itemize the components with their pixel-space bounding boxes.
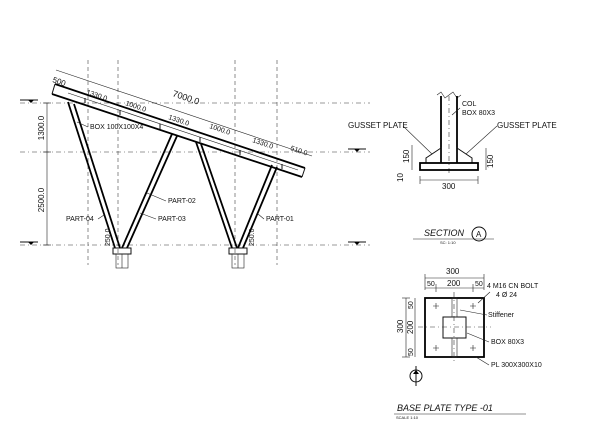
bp-scale: SCALE 1:10: [396, 415, 419, 420]
base-plate-view: 300 50 200 50 300 50 200 50: [394, 267, 542, 420]
bp-section-marker: [409, 366, 423, 386]
bp-dim-side-1: 50: [408, 301, 415, 309]
label-part-04: PART-04: [66, 216, 94, 223]
bp-bolt-note: 4 M16 CN BOLT: [487, 283, 539, 290]
dim-10: 10: [396, 173, 405, 182]
level-marker-right-ground: [348, 241, 366, 245]
elevation-view: 1300.0 2500.0 500 1330.0 7000.0 1000.0 1…: [20, 60, 370, 269]
section-scale: SC: 1:10: [440, 240, 456, 245]
bp-dim-side-2: 200: [406, 320, 415, 334]
base-pedestal-left: [112, 247, 132, 269]
section-marker: A: [476, 230, 482, 239]
bp-stiffener-label: Stiffener: [488, 312, 515, 319]
dim-510: 510.0: [289, 145, 308, 157]
base-pedestal-right: [228, 247, 248, 269]
purlin-marks: [84, 98, 283, 169]
rafter-beam: [51, 83, 306, 178]
lower-dim-line: [67, 92, 299, 171]
gusset-left-label: GUSSET PLATE: [348, 121, 408, 130]
dim-150-left: 150: [402, 149, 411, 163]
bp-stiffener-bottom: [451, 337, 458, 358]
support-members: [67, 101, 278, 249]
bp-stiffener-top: [451, 297, 458, 318]
level-marker-left-top: [20, 99, 38, 103]
dim-500: 500: [51, 75, 67, 88]
section-base-plate: [419, 162, 479, 171]
dim-1300: 1300.0: [37, 115, 46, 140]
dim-1330-a: 1330.0: [85, 89, 108, 102]
bp-box-label: BOX 80X3: [491, 339, 524, 346]
level-marker-right-mid: [348, 148, 366, 152]
label-part-03: PART-03: [158, 216, 186, 223]
section-title: SECTION: [424, 228, 465, 238]
bp-column-box: [442, 316, 467, 339]
label-box-100: BOX 100X100X4: [90, 124, 143, 131]
dim-300-section: 300: [442, 182, 456, 191]
bp-hole-note: 4 Ø 24: [496, 292, 517, 299]
dim-2500: 2500.0: [37, 187, 46, 212]
section-a-view: COL BOX 80X3 GUSSET PLATE GUSSET PLATE 1…: [348, 91, 557, 245]
dim-1330-c: 1330.0: [251, 137, 274, 150]
bp-dim-side-3: 50: [408, 348, 415, 356]
gusset-right-label: GUSSET PLATE: [497, 121, 557, 130]
col-size: BOX 80X3: [462, 110, 495, 117]
top-dim-line: [55, 69, 313, 157]
bp-dim-total: 300: [446, 267, 460, 276]
bp-dim-top-1: 50: [427, 281, 435, 288]
dim-150-right: 150: [486, 154, 495, 168]
dim-7000: 7000.0: [171, 88, 200, 106]
dim-1000-b: 1000.0: [208, 123, 231, 136]
bp-title: BASE PLATE TYPE -01: [397, 403, 493, 413]
bp-dim-top-2: 200: [447, 279, 461, 288]
bp-dim-side-total: 300: [396, 319, 405, 333]
bp-bolt-holes: [433, 303, 476, 351]
section-marker-circle: [471, 226, 487, 242]
label-part-02: PART-02: [168, 198, 196, 205]
bp-plate-label: PL 300X300X10: [491, 362, 542, 369]
bp-dim-top-3: 50: [475, 281, 483, 288]
label-part-01: PART-01: [266, 216, 294, 223]
base-dim-right: 250.0: [249, 228, 256, 246]
col-label: COL: [462, 101, 477, 108]
base-dim-left: 250.0: [105, 228, 112, 246]
level-marker-left-ground: [20, 241, 38, 245]
